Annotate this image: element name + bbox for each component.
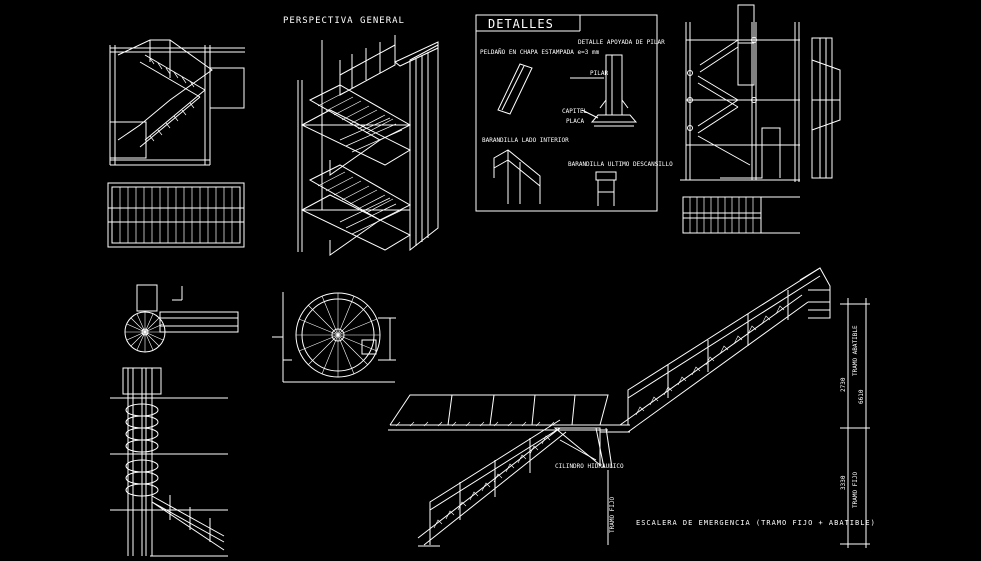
dim-total: 6610 — [858, 389, 865, 404]
hinge-note: CILINDRO HIDRAULICO — [555, 463, 624, 470]
stair-plan-topright — [682, 196, 800, 234]
perspective-title: PERSPECTIVA GENERAL — [283, 16, 405, 26]
capitel-tag: CAPITEL — [562, 108, 588, 115]
plate-tag: PLACA — [566, 118, 584, 125]
stair-elevation-topright — [680, 4, 841, 182]
emergency-stair-elevation — [388, 267, 870, 548]
spiral-stair-elevation — [110, 367, 228, 557]
handrail-side-drawing — [493, 149, 541, 204]
pillar-detail-drawing — [570, 54, 638, 127]
details-panel — [475, 14, 658, 212]
drawing-caption: ESCALERA DE EMERGENCIA (TRAMO FIJO + ABA… — [636, 519, 876, 527]
dim-note-lower: TRAMO FIJO — [852, 471, 859, 508]
spiral-stair-small-plan — [124, 284, 239, 353]
stair-plan-topleft — [107, 182, 245, 248]
step-detail-drawing — [497, 63, 533, 115]
step-detail-label: PELDAÑO EN CHAPA ESTAMPADA e=3 mm — [480, 49, 600, 56]
handrail-side-label: BARANDILLA LADO INTERIOR — [482, 137, 569, 144]
spiral-stair-detailed-plan — [272, 292, 396, 383]
details-title: DETALLES — [488, 17, 554, 31]
handrail-landing-drawing — [595, 171, 617, 206]
dim-note-upper: TRAMO ABATIBLE — [852, 325, 859, 376]
stair-elevation-topleft — [109, 39, 245, 166]
pillar-tag: PILAR — [590, 70, 608, 77]
dim-lower: 3330 — [840, 475, 847, 490]
pillar-detail-label: DETALLE APOYADA DE PILAR — [578, 39, 665, 46]
dim-upper: 2730 — [840, 377, 847, 392]
handrail-landing-label: BARANDILLA ULTIMO DESCANSILLO — [568, 161, 673, 168]
stair-perspective — [297, 35, 439, 256]
fixed-span-note: TRAMO FIJO — [609, 496, 616, 533]
